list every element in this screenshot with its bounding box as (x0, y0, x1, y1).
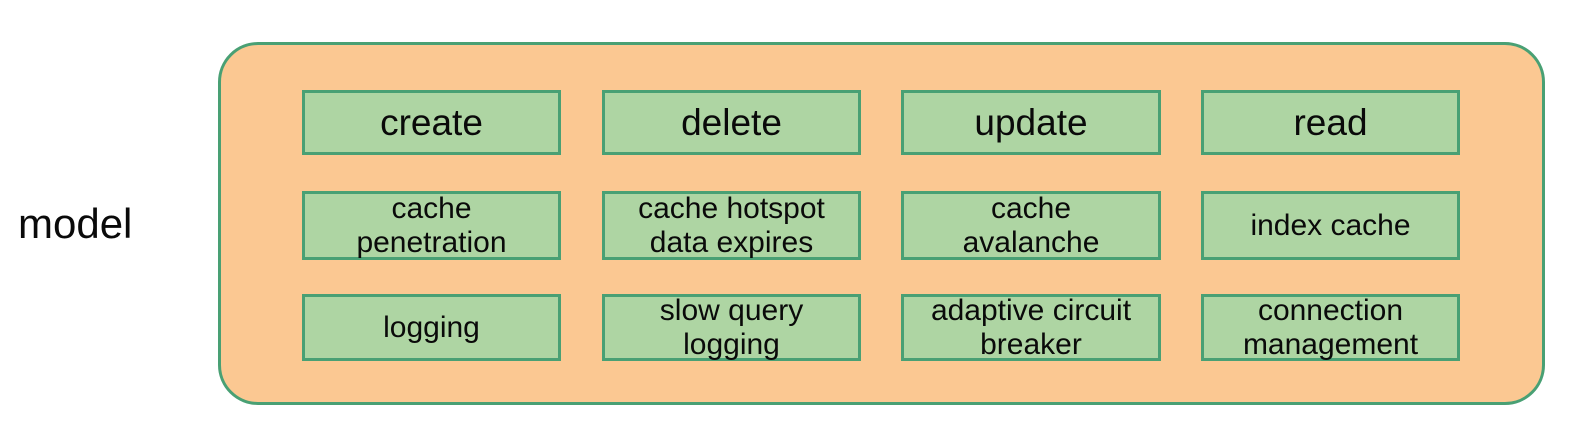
capability-box-cache-hotspot-data-expires[interactable]: cache hotspot data expires (602, 191, 861, 260)
capability-label: index cache (1250, 208, 1411, 242)
capability-box-adaptive-circuit-breaker[interactable]: adaptive circuit breaker (901, 294, 1161, 361)
capability-box-update[interactable]: update (901, 90, 1161, 155)
capability-box-logging[interactable]: logging (302, 294, 561, 361)
model-container-block: create delete update read cache penetrat… (218, 42, 1545, 405)
capability-label: update (974, 101, 1088, 143)
capability-label: delete (681, 101, 782, 143)
capability-box-cache-avalanche[interactable]: cache avalanche (901, 191, 1161, 260)
capability-label: read (1293, 101, 1368, 143)
capability-grid: create delete update read cache penetrat… (221, 45, 1542, 402)
capability-box-slow-query-logging[interactable]: slow query logging (602, 294, 861, 361)
capability-label: cache avalanche (962, 191, 1100, 259)
capability-box-cache-penetration[interactable]: cache penetration (302, 191, 561, 260)
capability-box-connection-management[interactable]: connection management (1201, 294, 1460, 361)
capability-label: cache penetration (356, 191, 507, 259)
capability-box-create[interactable]: create (302, 90, 561, 155)
capability-label: adaptive circuit breaker (930, 293, 1132, 361)
capability-label: cache hotspot data expires (638, 191, 825, 259)
capability-label: logging (383, 310, 480, 344)
capability-box-delete[interactable]: delete (602, 90, 861, 155)
capability-label: create (380, 101, 483, 143)
capability-box-index-cache[interactable]: index cache (1201, 191, 1460, 260)
model-label: model (18, 200, 133, 247)
capability-box-read[interactable]: read (1201, 90, 1460, 155)
capability-label: connection management (1242, 293, 1419, 361)
capability-label: slow query logging (659, 293, 804, 361)
